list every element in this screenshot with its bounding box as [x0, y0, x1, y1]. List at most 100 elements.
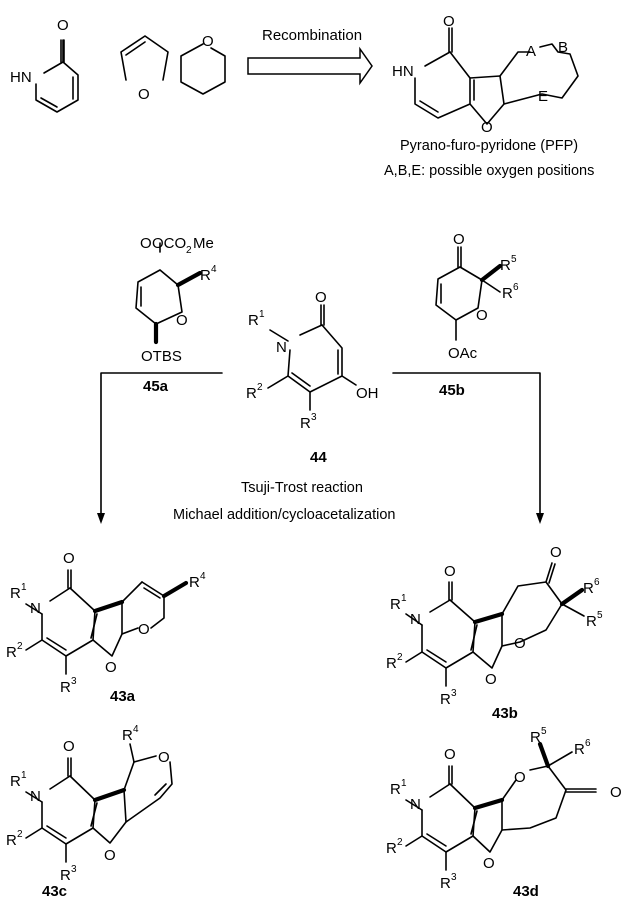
atom-o: O: [63, 550, 75, 567]
atom-o: O: [444, 746, 456, 763]
atom-hn: HN: [392, 63, 414, 80]
r-group: R: [60, 679, 71, 696]
superscript: 5: [597, 610, 603, 621]
atom-o: O: [481, 119, 493, 136]
atom-o: O: [158, 749, 170, 766]
hydroxyl-group: OH: [356, 385, 379, 402]
pyridone-structure: O HN: [10, 17, 79, 113]
r-group: R: [122, 727, 133, 744]
compound-label-45a: 45a: [143, 378, 169, 395]
r-group: R: [440, 875, 451, 892]
compound-label-43c: 43c: [42, 883, 67, 899]
superscript: 3: [311, 412, 317, 423]
superscript: 4: [133, 724, 139, 735]
superscript: 2: [17, 829, 23, 840]
atom-o: O: [105, 659, 117, 676]
r-group: R: [574, 741, 585, 758]
r-group: R: [10, 773, 21, 790]
atom-o: O: [514, 635, 526, 652]
superscript: 1: [21, 582, 27, 593]
superscript: 1: [401, 778, 407, 789]
atom-o: O: [550, 544, 562, 561]
atom-a: A: [526, 43, 536, 60]
compound-label-43d: 43d: [513, 883, 539, 899]
superscript: 6: [513, 282, 519, 293]
superscript: 2: [397, 652, 403, 663]
atom-o: O: [176, 312, 188, 329]
atom-n: N: [30, 600, 41, 617]
atom-n: N: [276, 339, 287, 356]
superscript: 3: [71, 864, 77, 875]
atom-o: O: [57, 17, 69, 34]
oco2me-prefix: OCO: [152, 235, 186, 252]
subscript: 2: [186, 245, 192, 256]
r-group: R: [6, 832, 17, 849]
superscript: 6: [594, 577, 600, 588]
r-group: R: [189, 574, 200, 591]
superscript: 1: [259, 309, 265, 320]
superscript: 1: [401, 593, 407, 604]
superscript: 2: [397, 837, 403, 848]
atom-n: N: [410, 796, 421, 813]
compound-44-structure: O N R 1 R 2 R 3 OH: [246, 289, 379, 432]
superscript: 1: [21, 770, 27, 781]
r-group: R: [200, 267, 211, 284]
pfp-structure: HN O O A B E: [392, 13, 579, 136]
dihydrofuran-structure: O: [120, 35, 169, 103]
compound-label-44: 44: [310, 449, 327, 466]
r-group: R: [440, 691, 451, 708]
atom-b: B: [558, 39, 568, 56]
atom-o: O: [138, 621, 150, 638]
condition-line-1: Tsuji-Trost reaction: [241, 480, 363, 496]
compound-43d-structure: O N R 1 R 2 R 3 O O R 5 R 6 O: [386, 726, 622, 892]
atom-o: O: [514, 769, 526, 786]
r-group: R: [530, 729, 541, 746]
compound-43b-structure: O N R 1 R 2 R 3 O O O R 6 R 5: [386, 544, 603, 708]
oac-group: OAc: [448, 345, 478, 362]
r-group: R: [586, 613, 597, 630]
compound-43a-structure: O N R 1 R 2 R 3 O O R 4: [6, 550, 206, 696]
atom-o: O: [104, 847, 116, 864]
arrow-label: Recombination: [262, 27, 362, 44]
compound-label-45b: 45b: [439, 382, 465, 399]
tetrahydropyran-structure: O: [180, 33, 226, 95]
compound-label-43b: 43b: [492, 705, 518, 722]
atom-n: N: [410, 611, 421, 628]
compound-45a-structure: O OCO 2 Me O R 4 OTBS: [135, 235, 217, 365]
atom-e: E: [538, 88, 548, 105]
oco2me-suffix: Me: [193, 235, 214, 252]
atom-o: O: [476, 307, 488, 324]
superscript: 2: [257, 382, 263, 393]
otbs-group: OTBS: [141, 348, 182, 365]
atom-hn: HN: [10, 69, 32, 86]
r-group: R: [6, 644, 17, 661]
superscript: 3: [451, 872, 457, 883]
atom-n: N: [30, 788, 41, 805]
r-group: R: [10, 585, 21, 602]
pfp-note: A,B,E: possible oxygen positions: [384, 163, 594, 179]
superscript: 5: [511, 254, 517, 265]
reaction-arrows: [97, 372, 544, 524]
r-group: R: [386, 840, 397, 857]
superscript: 4: [211, 264, 217, 275]
superscript: 4: [200, 571, 206, 582]
superscript: 5: [541, 726, 547, 737]
atom-o: O: [138, 86, 150, 103]
atom-o: O: [483, 855, 495, 872]
r-group: R: [248, 312, 259, 329]
compound-45b-structure: O O R 5 R 6 OAc: [435, 231, 519, 362]
atom-o: O: [485, 671, 497, 688]
r-group: R: [502, 285, 513, 302]
r-group: R: [386, 655, 397, 672]
r-group: R: [500, 257, 511, 274]
r-group: R: [60, 867, 71, 884]
r-group: R: [390, 781, 401, 798]
superscript: 2: [17, 641, 23, 652]
pfp-caption: Pyrano-furo-pyridone (PFP): [400, 138, 578, 154]
r-group: R: [583, 580, 594, 597]
atom-o: O: [140, 235, 152, 252]
atom-o: O: [444, 563, 456, 580]
superscript: 3: [451, 688, 457, 699]
condition-line-2: Michael addition/cycloacetalization: [173, 507, 395, 523]
